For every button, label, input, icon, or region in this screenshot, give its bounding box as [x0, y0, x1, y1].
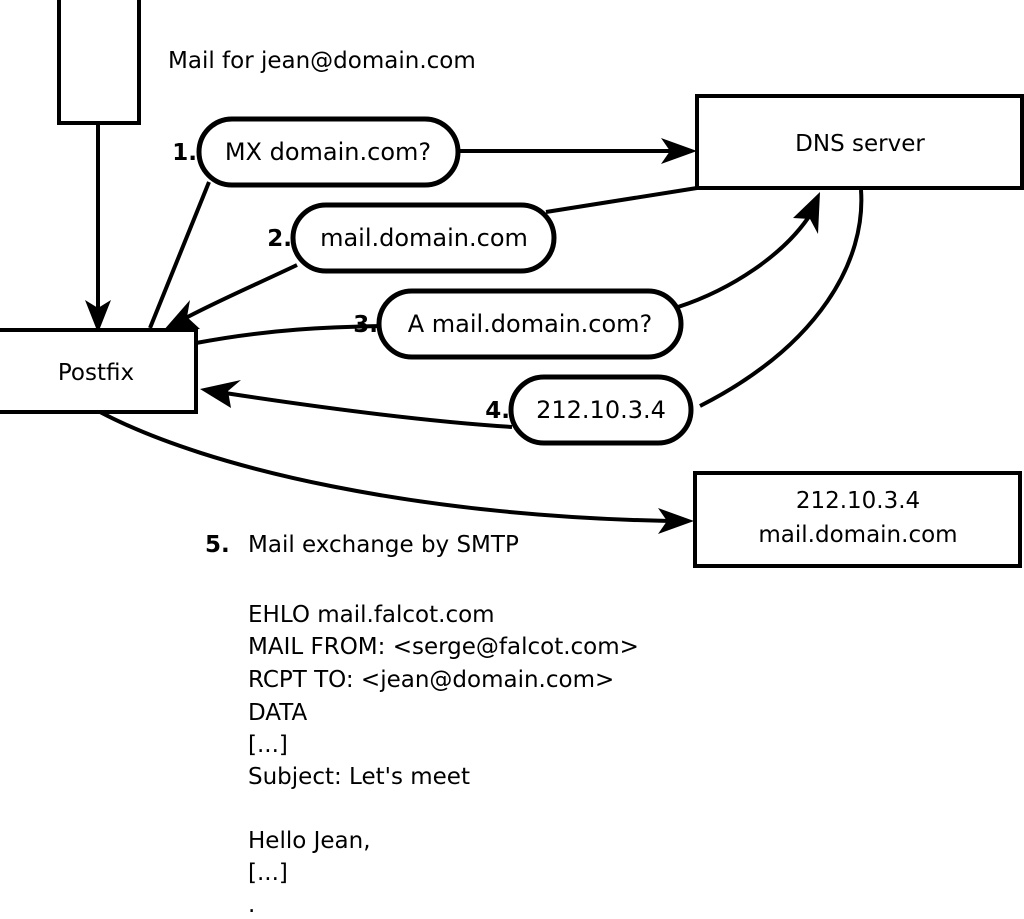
transcript-line-8: [...] [248, 860, 288, 886]
edge-client-to-postfix [85, 123, 111, 333]
step-2-bubble: mail.domain.com [290, 202, 557, 274]
edge-step3-to-dns [677, 192, 820, 309]
step-5-label: Mail exchange by SMTP [248, 532, 519, 558]
node-mailserver-box: 212.10.3.4 mail.domain.com [693, 471, 1022, 568]
edge-dns-to-step2 [545, 186, 698, 214]
edge-dns-to-step4 [699, 189, 864, 408]
step-2-number: 2. [267, 226, 292, 252]
edge-step4-to-postfix [200, 380, 513, 429]
step-4-label: 212.10.3.4 [536, 396, 666, 424]
transcript-line-4: [...] [248, 732, 288, 758]
transcript-line-5: Subject: Let's meet [248, 764, 470, 790]
edge-postfix-to-step3 [195, 324, 383, 345]
node-mailserver-ip: 212.10.3.4 [796, 488, 920, 514]
step-4-bubble: 212.10.3.4 [508, 374, 694, 446]
step-4-number: 4. [485, 398, 510, 424]
step-1-bubble: MX domain.com? [196, 116, 461, 188]
node-client-box [57, 0, 141, 125]
step-1-number: 1. [172, 140, 197, 166]
edge-step2-to-postfix [163, 263, 298, 331]
node-postfix-box: Postfix [0, 328, 198, 414]
node-dns-label: DNS server [795, 131, 925, 157]
transcript-line-1: MAIL FROM: <serge@falcot.com> [248, 634, 639, 660]
transcript-line-9: . [248, 892, 255, 918]
node-mailserver-host: mail.domain.com [758, 522, 957, 548]
step-2-label: mail.domain.com [320, 224, 528, 252]
transcript-line-0: EHLO mail.falcot.com [248, 602, 495, 628]
step-3-label: A mail.domain.com? [408, 310, 653, 338]
transcript-line-2: RCPT TO: <jean@domain.com> [248, 667, 614, 693]
diagram-title: Mail for jean@domain.com [168, 48, 476, 74]
transcript-line-3: DATA [248, 700, 308, 726]
edge-step1-to-dns [458, 138, 697, 164]
transcript-line-7: Hello Jean, [248, 828, 371, 854]
edge-postfix-to-step1 [148, 181, 211, 329]
node-postfix-label: Postfix [58, 360, 134, 386]
step-5-number: 5. [205, 532, 230, 558]
step-3-number: 3. [353, 312, 378, 338]
step-1-label: MX domain.com? [225, 138, 431, 166]
node-dns-box: DNS server [695, 94, 1024, 190]
step-3-bubble: A mail.domain.com? [376, 288, 684, 360]
edge-postfix-to-mailserver [99, 410, 694, 534]
